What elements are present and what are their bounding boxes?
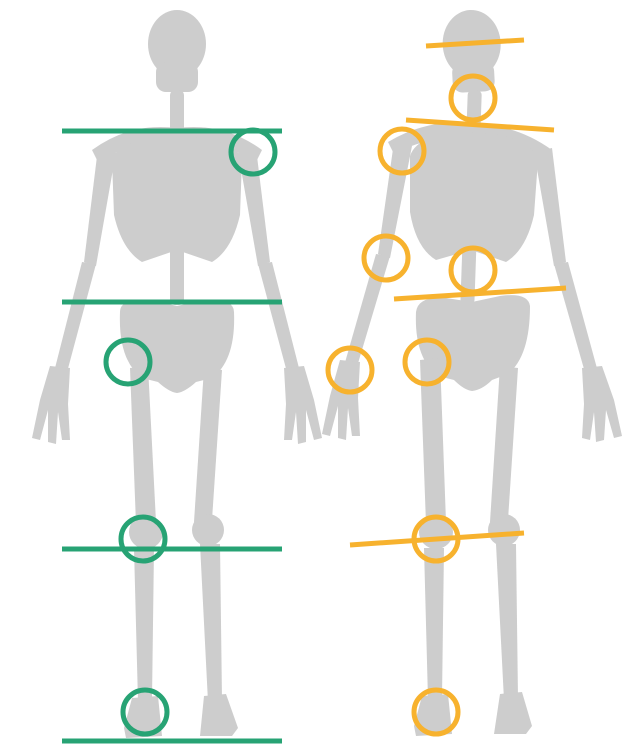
right-forearm	[258, 262, 300, 376]
right-humerus	[534, 148, 566, 266]
right-foot	[494, 692, 532, 734]
aligned-skeleton	[32, 10, 322, 738]
skull	[441, 9, 503, 94]
ribcage	[112, 136, 242, 262]
right-humerus	[238, 148, 270, 266]
left-tibia	[134, 548, 154, 702]
right-hand	[284, 366, 322, 444]
left-tibia	[424, 548, 444, 700]
skull	[148, 10, 206, 92]
left-humerus	[84, 148, 116, 266]
right-foot	[200, 694, 238, 736]
misaligned-head-line	[426, 40, 524, 46]
left-hand	[32, 366, 70, 444]
right-femur	[194, 368, 222, 522]
left-forearm	[54, 262, 96, 376]
right-femur	[490, 366, 518, 522]
right-tibia	[200, 544, 222, 702]
right-tibia	[496, 544, 518, 700]
left-femur	[130, 366, 156, 524]
ribcage	[410, 132, 538, 262]
right-hand	[582, 366, 622, 442]
right-forearm	[554, 262, 598, 376]
